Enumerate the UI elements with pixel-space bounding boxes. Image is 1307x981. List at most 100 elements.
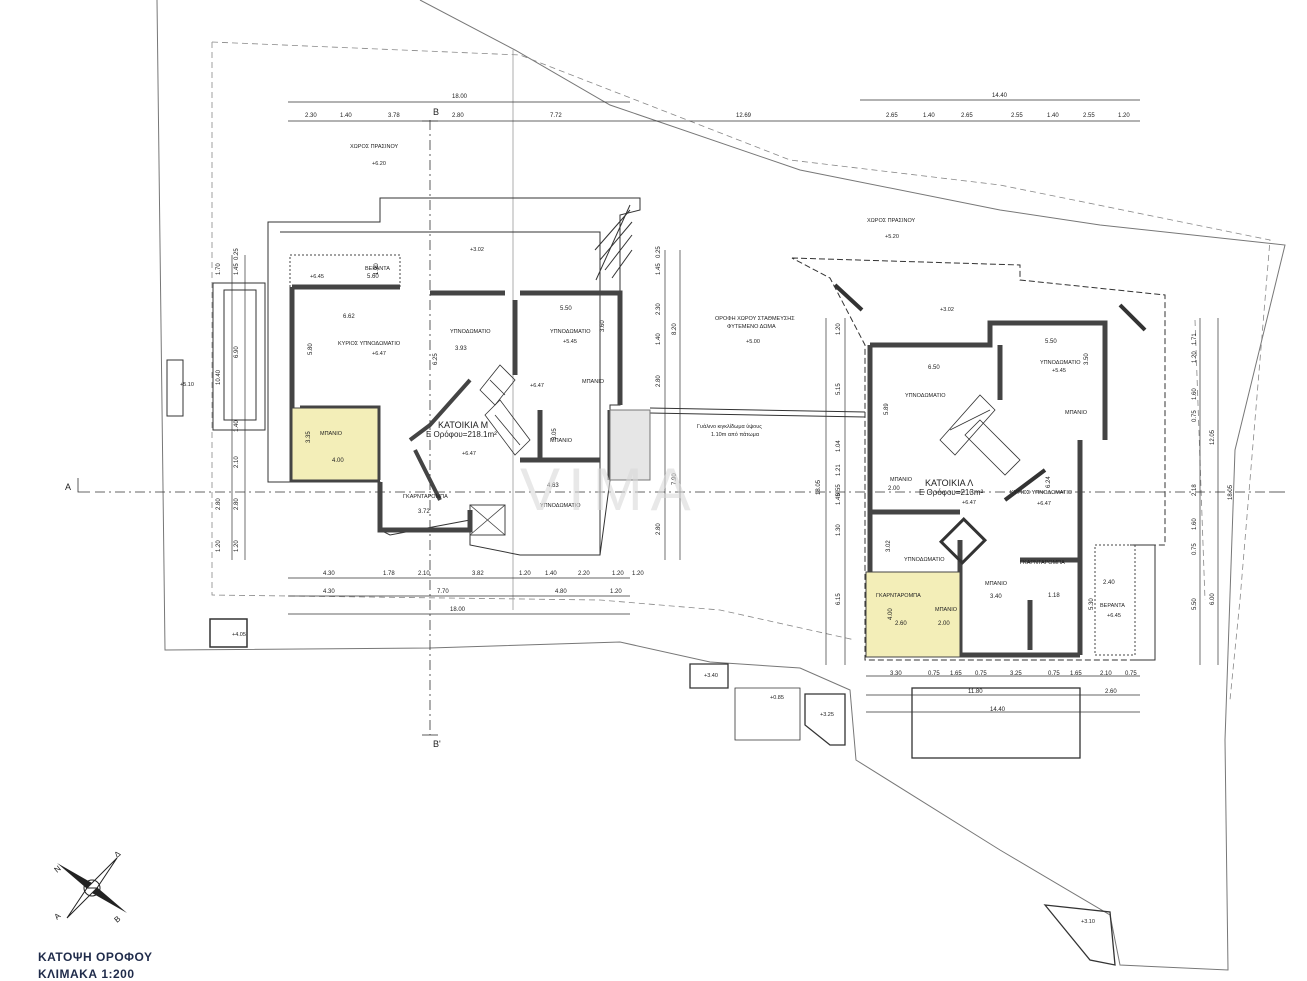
site-boundary [156, 0, 1286, 971]
svg-text:+3.10: +3.10 [1081, 919, 1095, 925]
svg-text:1.18: 1.18 [1048, 593, 1060, 599]
north-arrow-icon: N Δ Β Α [53, 849, 127, 925]
house-l-room-bed3: ΥΠΝΟΔΩΜΑΤΙΟ [904, 557, 945, 563]
svg-text:1.20: 1.20 [610, 589, 622, 595]
svg-text:+5.20: +5.20 [885, 234, 899, 240]
house-l-stairs [939, 394, 1021, 476]
house-l-room-bed2: ΥΠΝΟΔΩΜΑΤΙΟ [1040, 360, 1081, 366]
svg-text:1.20: 1.20 [612, 571, 624, 577]
svg-text:1.65: 1.65 [950, 671, 962, 677]
svg-text:6.00: 6.00 [1210, 593, 1216, 605]
svg-text:+4.05: +4.05 [232, 632, 246, 638]
house-m-room-veranda: ΒΕΡΑΝΤΑ [365, 266, 390, 272]
house-m-pergola [594, 204, 633, 281]
setback-lines [211, 41, 1271, 701]
house-l-levels: +5.20 +3.02 +5.00 +5.45 +6.47 +6.47 +6.4… [704, 234, 1121, 925]
svg-text:0.75: 0.75 [975, 671, 987, 677]
house-l-dims-bottom1: 3.30 0.75 1.65 0.75 3.25 0.75 1.65 2.10 … [890, 671, 1137, 677]
house-m-dims-inner: 6.62 5.60 5.50 3.93 5.80 3.05 3.72 4.63 … [306, 263, 606, 515]
svg-text:1.45: 1.45 [234, 263, 240, 275]
svg-text:+6.47: +6.47 [462, 451, 476, 457]
house-m-dims-top: 2.30 1.40 3.78 2.80 7.72 [305, 113, 562, 119]
house-m-area: Ε Ορόφου=218.1m² [426, 430, 497, 439]
svg-text:5.50: 5.50 [1045, 339, 1057, 345]
svg-text:5.60: 5.60 [367, 274, 379, 280]
drawing-title: ΚΑΤΟΨΗ ΟΡΟΦΟΥ [38, 950, 153, 964]
svg-text:3.82: 3.82 [472, 571, 484, 577]
svg-text:2.18: 2.18 [1192, 484, 1198, 496]
svg-text:4.80: 4.80 [555, 589, 567, 595]
svg-text:+6.47: +6.47 [1037, 501, 1051, 507]
house-l-room-bed1: ΥΠΝΟΔΩΜΑΤΙΟ [905, 393, 946, 399]
svg-text:+6.45: +6.45 [1107, 613, 1121, 619]
svg-text:5.80: 5.80 [308, 343, 314, 355]
svg-text:2.00: 2.00 [938, 621, 950, 627]
svg-text:3.72: 3.72 [418, 509, 430, 515]
svg-text:1.60: 1.60 [1192, 388, 1198, 400]
house-m-diagonal-wall [408, 378, 472, 501]
house-l-wardrobe-highlight [865, 571, 961, 658]
svg-text:+5.00: +5.00 [746, 339, 760, 345]
drawing-scale: ΚΛΙΜΑΚΑ 1:200 [38, 967, 135, 981]
svg-text:3.05: 3.05 [552, 428, 558, 440]
svg-text:+3.02: +3.02 [470, 247, 484, 253]
svg-text:+6.20: +6.20 [372, 161, 386, 167]
house-m-bath-highlight [291, 407, 379, 481]
svg-text:0.75: 0.75 [1048, 671, 1060, 677]
svg-text:2.80: 2.80 [452, 113, 464, 119]
house-l-outline [791, 257, 1166, 661]
house-l-dims-bottom2: 11.80 2.60 [968, 689, 1117, 695]
svg-text:12.69: 12.69 [736, 113, 752, 119]
svg-text:1.70: 1.70 [216, 263, 222, 275]
svg-text:1.78: 1.78 [383, 571, 395, 577]
house-l-dims-right: 1.71 1.20 1.60 0.75 12.05 2.18 1.60 0.75… [1192, 333, 1234, 610]
svg-text:4.00: 4.00 [888, 608, 894, 620]
house-l-veranda [1094, 544, 1136, 656]
svg-text:3.93: 3.93 [455, 346, 467, 352]
svg-text:1.20: 1.20 [632, 571, 644, 577]
svg-text:2.10: 2.10 [418, 571, 430, 577]
svg-text:2.80: 2.80 [656, 523, 662, 535]
svg-text:3.60: 3.60 [600, 320, 606, 332]
svg-text:7.70: 7.70 [437, 589, 449, 595]
house-l-dim-top-total: 14.40 [992, 93, 1008, 99]
svg-text:4.30: 4.30 [323, 589, 335, 595]
svg-text:1.71: 1.71 [1192, 333, 1198, 345]
svg-text:1.40: 1.40 [545, 571, 557, 577]
svg-text:+3.40: +3.40 [704, 673, 718, 679]
svg-text:1.65: 1.65 [1070, 671, 1082, 677]
svg-text:Α: Α [53, 911, 63, 922]
svg-text:2.60: 2.60 [895, 621, 907, 627]
house-l-name: ΚΑΤΟΙΚΙΑ Λ [925, 478, 973, 488]
svg-text:+6.47: +6.47 [372, 351, 386, 357]
house-l-dims-top: 12.69 2.65 1.40 2.65 2.55 1.40 2.55 1.20 [736, 113, 1130, 119]
svg-text:5.50: 5.50 [560, 306, 572, 312]
house-l-room-master: ΚΥΡΙΟΣ ΥΠΝΟΔΩΜΑΤΙΟ [1010, 490, 1073, 496]
house-l-rail1: Γυάλινο κιγκλίδωμα ύψους [697, 423, 762, 430]
svg-text:+3.25: +3.25 [820, 712, 834, 718]
svg-text:1.40: 1.40 [923, 113, 935, 119]
svg-text:0.75: 0.75 [928, 671, 940, 677]
svg-text:1.60: 1.60 [1192, 518, 1198, 530]
svg-text:2.40: 2.40 [1103, 580, 1115, 586]
house-l-dimension-lines [630, 99, 1219, 713]
svg-text:2.30: 2.30 [305, 113, 317, 119]
svg-text:2.55: 2.55 [1011, 113, 1023, 119]
svg-text:+5.10: +5.10 [180, 382, 194, 388]
svg-text:3.78: 3.78 [388, 113, 400, 119]
house-l-room-green: ΧΩΡΟΣ ΠΡΑΣΙΝΟΥ [867, 218, 916, 224]
svg-text:3.35: 3.35 [306, 431, 312, 443]
svg-text:2.55: 2.55 [1083, 113, 1095, 119]
svg-text:2.10: 2.10 [234, 456, 240, 468]
svg-text:6.24: 6.24 [1046, 476, 1052, 488]
svg-text:6.25: 6.25 [433, 353, 439, 365]
house-m-dim-top-total: 18.00 [452, 94, 468, 100]
svg-text:11.80: 11.80 [968, 689, 983, 695]
house-m-level-marker [166, 359, 184, 417]
house-m-room-bath3: ΜΠΑΝΙΟ [582, 379, 605, 385]
house-m-veranda [289, 254, 401, 288]
svg-text:1.20: 1.20 [216, 540, 222, 552]
svg-text:0.25: 0.25 [234, 248, 240, 260]
svg-text:6.50: 6.50 [928, 365, 940, 371]
svg-text:6.62: 6.62 [343, 314, 355, 320]
